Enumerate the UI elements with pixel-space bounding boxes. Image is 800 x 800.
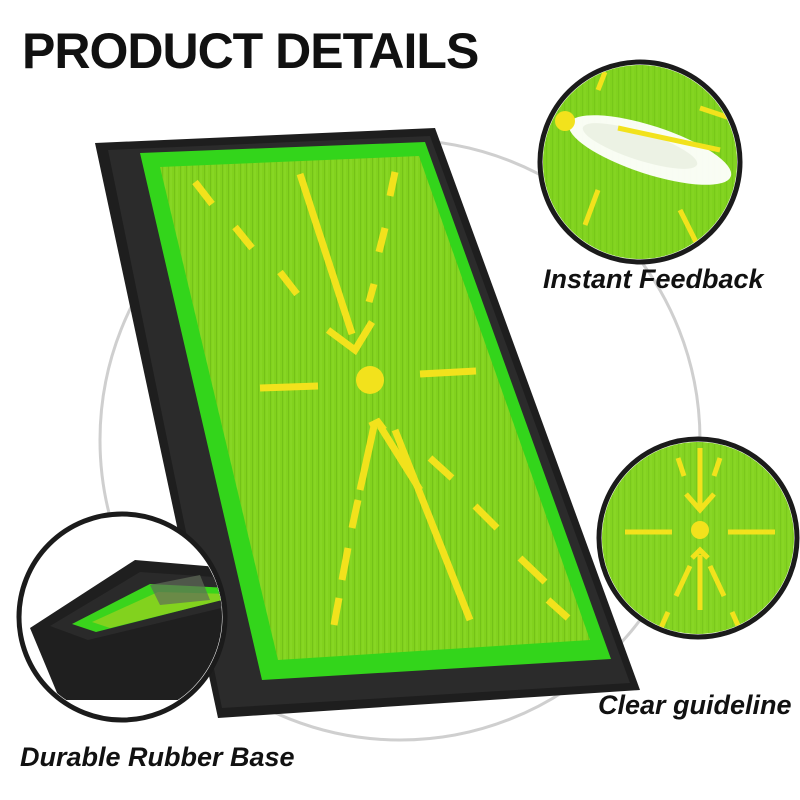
rubber-base-closeup-icon — [16, 511, 228, 723]
feature-label-instant-feedback: Instant Feedback — [543, 264, 764, 294]
guideline-closeup-icon — [596, 436, 800, 640]
mat-turf-surface — [160, 156, 590, 660]
feature-label-rubber-base: Durable Rubber Base — [20, 742, 295, 772]
mat-guide-lines — [192, 171, 571, 626]
hitting-mat — [95, 128, 640, 718]
page-title: PRODUCT DETAILS — [22, 23, 479, 79]
feedback-closeup-icon — [537, 59, 743, 265]
mat-ball-marker — [356, 366, 384, 394]
feature-label-clear-guideline: Clear guideline — [598, 690, 792, 720]
